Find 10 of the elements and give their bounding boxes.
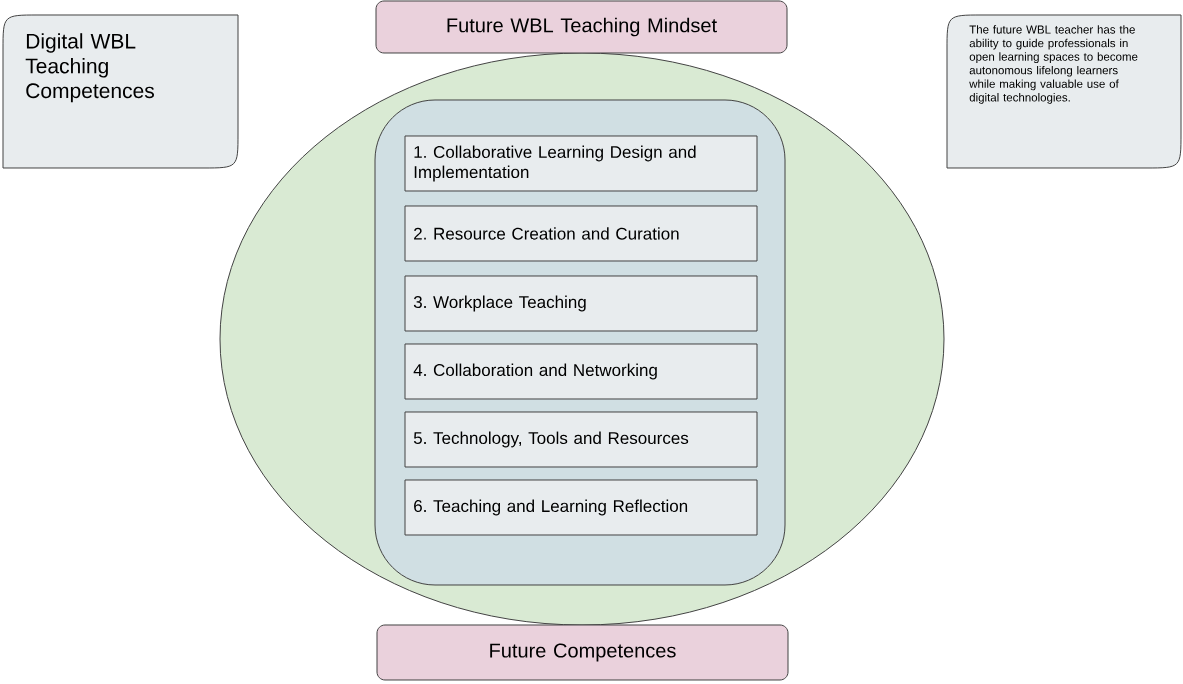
text-box: Digital WBL Teaching Competences	[2, 14, 239, 169]
competence-box: 1. Collaborative Learning Design and Implementation	[404, 135, 758, 192]
competence-box: 4. Collaboration and Networking	[404, 343, 758, 400]
competence-box: 5. Technology, Tools and Resources	[404, 411, 758, 468]
text-box: The future WBL teacher has the ability to guide professionals in open learning spaces to become autonomous lifelong learners while making valuable use of digital technologies.	[946, 14, 1182, 169]
competence-box: 6. Teaching and Learning Reflection	[404, 479, 758, 536]
competence-box: 2. Resource Creation and Curation	[404, 205, 758, 262]
competence-box: 3. Workplace Teaching	[404, 275, 758, 332]
title-box: Future Competences	[376, 624, 789, 681]
title-box: Future WBL Teaching Mindset	[375, 0, 788, 54]
